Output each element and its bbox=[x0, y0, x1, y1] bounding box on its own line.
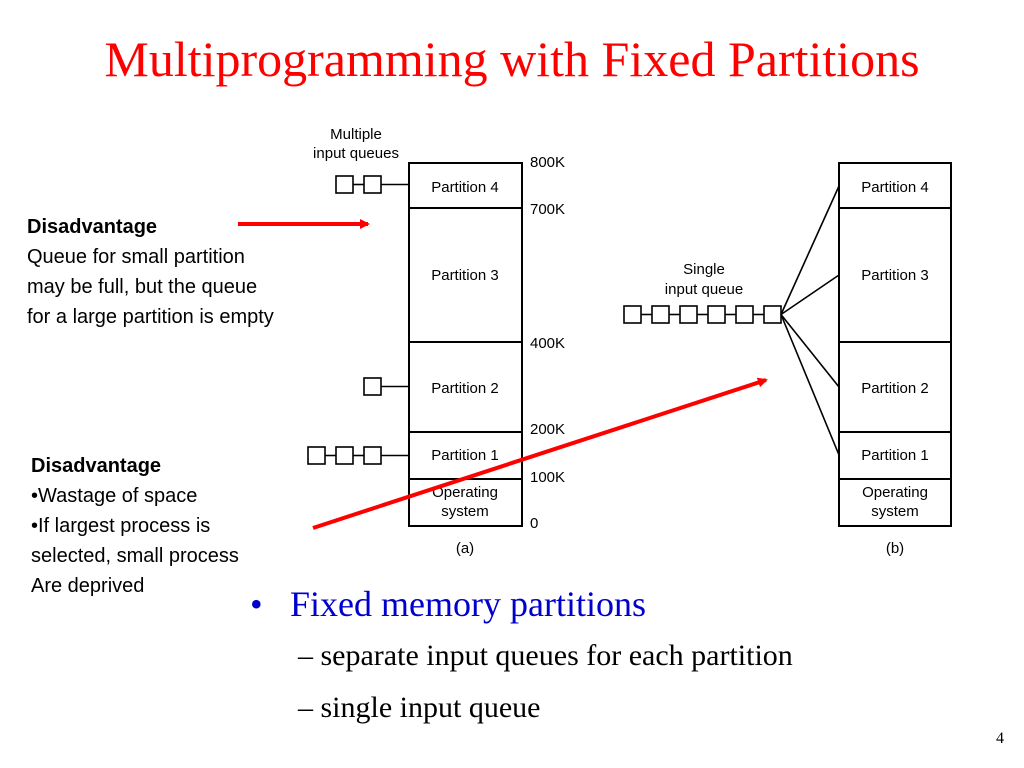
os-label-line1-b: Operating bbox=[862, 484, 928, 501]
bullet-dot-icon: • bbox=[250, 584, 263, 624]
os-label-line2-a: system bbox=[441, 503, 489, 520]
partition-3-label-b: Partition 3 bbox=[861, 267, 929, 284]
multiple-queues-label-line2: input queues bbox=[313, 145, 399, 162]
caption-a: (a) bbox=[456, 540, 474, 557]
address-200k: 200K bbox=[530, 421, 565, 438]
bullet-sub-text: single input queue bbox=[320, 691, 541, 724]
queue-partition-1 bbox=[307, 446, 409, 465]
partition-1-label-b: Partition 1 bbox=[861, 447, 929, 464]
memory-block-a bbox=[408, 162, 523, 527]
address-0: 0 bbox=[530, 515, 538, 532]
note-heading: Disadvantage bbox=[31, 455, 162, 477]
red-arrow-lower bbox=[312, 377, 768, 530]
bullet-sub-text: separate input queues for each partition bbox=[320, 639, 793, 672]
note-line: Are deprived bbox=[31, 575, 145, 597]
queue-partition-4 bbox=[335, 175, 409, 194]
page-number: 4 bbox=[996, 730, 1004, 747]
os-label-line1-a: Operating bbox=[432, 484, 498, 501]
note-line: selected, small process bbox=[31, 545, 239, 567]
single-queue bbox=[623, 305, 782, 324]
diagram-a: Multiple input queues Partition 4 Partit… bbox=[307, 126, 565, 557]
os-label-line2-b: system bbox=[871, 503, 919, 520]
queue-slot bbox=[707, 305, 726, 324]
partition-2-label-a: Partition 2 bbox=[431, 380, 499, 397]
queue-slot bbox=[363, 446, 382, 465]
caption-b: (b) bbox=[886, 540, 904, 557]
single-queue-label-line2: input queue bbox=[665, 281, 743, 298]
queue-slot bbox=[735, 305, 754, 324]
note-heading: Disadvantage bbox=[27, 216, 158, 238]
note-line: •Wastage of space bbox=[31, 485, 198, 507]
queue-slot bbox=[335, 175, 354, 194]
partition-2-label-b: Partition 2 bbox=[861, 380, 929, 397]
note-line: may be full, but the queue bbox=[27, 276, 258, 298]
queue-slot bbox=[363, 175, 382, 194]
partition-4-label-a: Partition 4 bbox=[431, 179, 499, 196]
disadvantage-note-2: Disadvantage •Wastage of space •If large… bbox=[31, 451, 239, 601]
address-100k: 100K bbox=[530, 469, 565, 486]
bullet-main-text: Fixed memory partitions bbox=[290, 584, 646, 624]
disadvantage-note-1: Disadvantage Queue for small partition m… bbox=[27, 212, 274, 332]
bullet-sub-1: – separate input queues for each partiti… bbox=[298, 639, 793, 672]
note-line: •If largest process is bbox=[31, 515, 211, 537]
address-700k: 700K bbox=[530, 201, 565, 218]
single-queue-label-line1: Single bbox=[683, 261, 725, 278]
queue-slot bbox=[651, 305, 670, 324]
queue-slot bbox=[679, 305, 698, 324]
partition-4-label-b: Partition 4 bbox=[861, 179, 929, 196]
partition-3-label-a: Partition 3 bbox=[431, 267, 499, 284]
queue-partition-2 bbox=[363, 377, 409, 396]
bullet-list: • Fixed memory partitions – separate inpu… bbox=[250, 578, 990, 734]
bullet-sub-2: – single input queue bbox=[298, 691, 541, 724]
queue-slot bbox=[307, 446, 326, 465]
note-line: Queue for small partition bbox=[27, 246, 245, 268]
note-line: for a large partition is empty bbox=[27, 306, 274, 328]
address-800k: 800K bbox=[530, 154, 565, 171]
queue-fanout-lines bbox=[780, 185, 840, 456]
memory-block-b bbox=[838, 162, 952, 527]
diagram-b: Single input queue Partition 4 Partition… bbox=[623, 162, 952, 557]
queue-slot bbox=[623, 305, 642, 324]
queue-slot bbox=[363, 377, 382, 396]
queue-slot bbox=[763, 305, 782, 324]
partition-1-label-a: Partition 1 bbox=[431, 447, 499, 464]
address-400k: 400K bbox=[530, 335, 565, 352]
bullet-main: • Fixed memory partitions bbox=[250, 578, 990, 630]
queue-slot bbox=[335, 446, 354, 465]
multiple-queues-label-line1: Multiple bbox=[330, 126, 382, 143]
slide-title: Multiprogramming with Fixed Partitions bbox=[104, 31, 920, 87]
